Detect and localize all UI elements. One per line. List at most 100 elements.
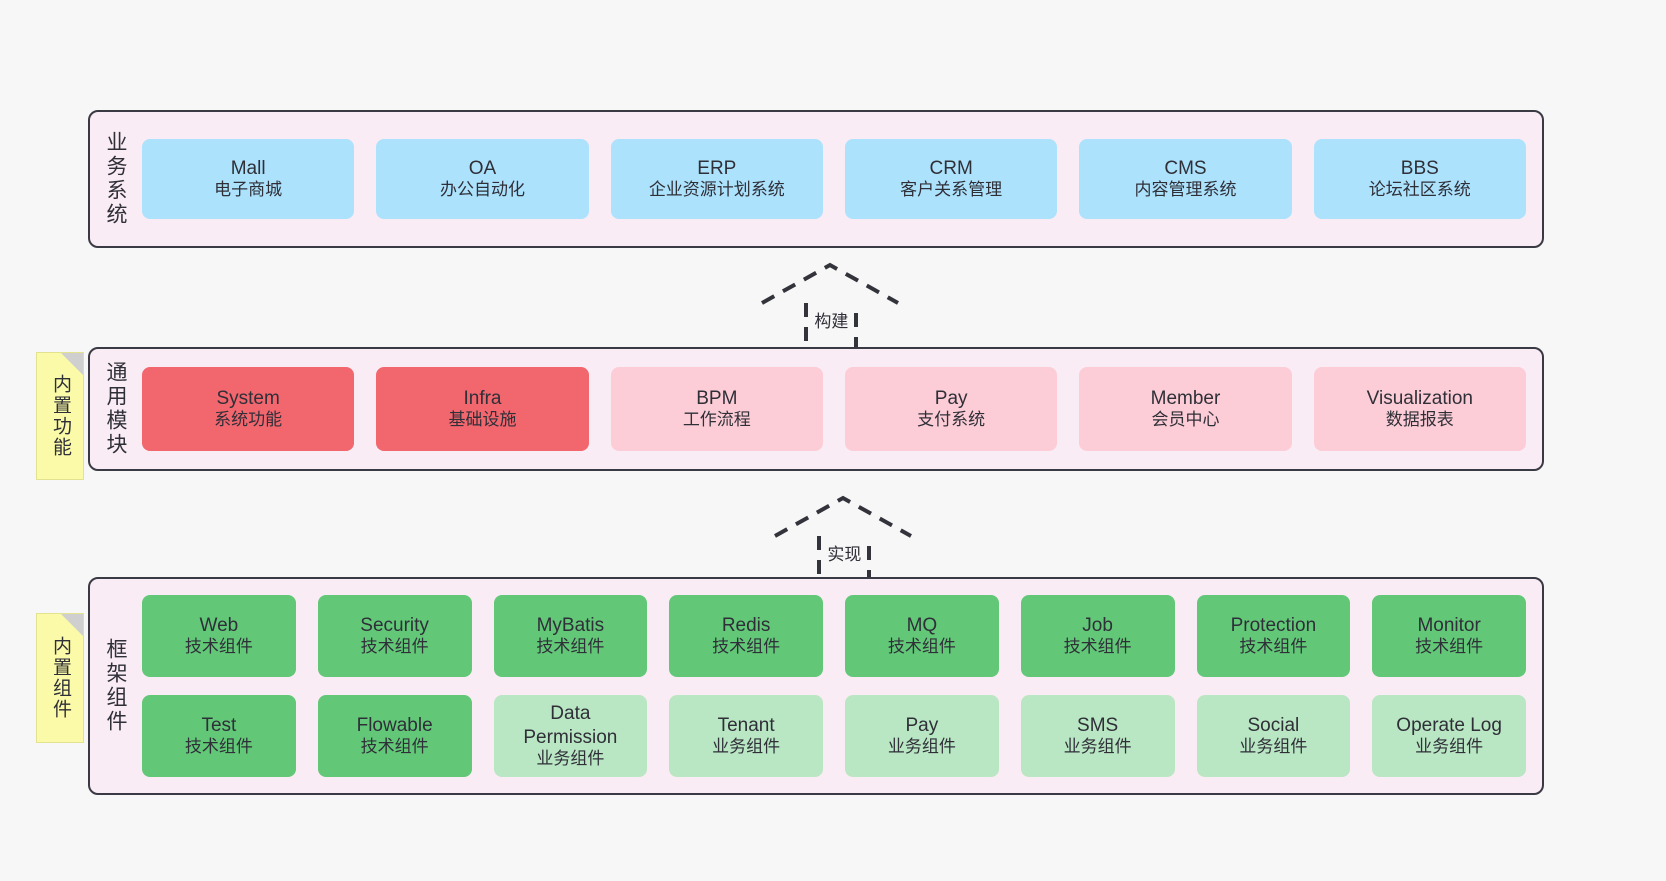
card-data-permission-subtitle: 业务组件: [536, 748, 605, 768]
card-data-permission-title: Data Permission: [523, 703, 618, 748]
card-member-title: Member: [1150, 388, 1221, 410]
connector-build-label: 构建: [814, 312, 849, 331]
note-builtin-features-label: 内置功能: [49, 374, 71, 458]
layer-title-framework-components: 框架组件: [104, 638, 128, 734]
connector-implement-arrow: [774, 495, 912, 585]
card-system[interactable]: System 系统功能: [142, 367, 355, 451]
card-cms[interactable]: CMS 内容管理系统: [1079, 139, 1292, 219]
card-mybatis[interactable]: MyBatis 技术组件: [493, 595, 648, 677]
business-system-row: Mall 电子商城 OA 办公自动化 ERP 企业资源计划系统 CRM 客户关系…: [142, 139, 1526, 219]
card-security-title: Security: [360, 615, 429, 637]
card-test[interactable]: Test 技术组件: [142, 695, 296, 777]
note-fold-corner-icon-2: [61, 614, 83, 636]
card-mybatis-subtitle: 技术组件: [536, 637, 605, 657]
note-builtin-features: 内置功能: [36, 352, 84, 480]
card-web-subtitle: 技术组件: [184, 637, 253, 657]
card-mall[interactable]: Mall 电子商城: [142, 139, 355, 219]
card-mq[interactable]: MQ 技术组件: [845, 595, 999, 677]
card-security[interactable]: Security 技术组件: [317, 595, 472, 677]
card-sms-title: SMS: [1077, 715, 1119, 737]
card-bpm-subtitle: 工作流程: [682, 410, 751, 430]
card-mybatis-title: MyBatis: [536, 615, 605, 637]
card-social-title: Social: [1247, 715, 1300, 737]
card-pay-module[interactable]: Pay 支付系统: [844, 367, 1058, 451]
card-test-title: Test: [201, 715, 237, 737]
card-web-title: Web: [199, 615, 239, 637]
layer-body-framework-components: Web 技术组件 Security 技术组件 MyBatis 技术组件 Redi…: [140, 579, 1542, 793]
card-monitor[interactable]: Monitor 技术组件: [1372, 595, 1526, 677]
card-member[interactable]: Member 会员中心: [1079, 367, 1292, 451]
card-oa-subtitle: 办公自动化: [439, 180, 525, 200]
framework-components-row-1: Web 技术组件 Security 技术组件 MyBatis 技术组件 Redi…: [142, 595, 1526, 677]
card-job[interactable]: Job 技术组件: [1020, 595, 1175, 677]
card-pay-module-subtitle: 支付系统: [917, 410, 986, 430]
card-protection[interactable]: Protection 技术组件: [1196, 595, 1351, 677]
card-flowable-subtitle: 技术组件: [360, 737, 429, 757]
card-infra-title: Infra: [463, 388, 502, 410]
card-redis-title: Redis: [721, 615, 771, 637]
card-mall-subtitle: 电子商城: [214, 180, 283, 200]
card-bpm[interactable]: BPM 工作流程: [610, 367, 823, 451]
card-tenant[interactable]: Tenant 业务组件: [669, 695, 823, 777]
card-bbs-subtitle: 论坛社区系统: [1368, 180, 1471, 200]
note-builtin-components-label: 内置组件: [49, 636, 71, 720]
card-monitor-subtitle: 技术组件: [1415, 637, 1484, 657]
connector-build-arrow: [761, 262, 899, 352]
card-cms-title: CMS: [1164, 158, 1207, 180]
card-erp-subtitle: 企业资源计划系统: [648, 180, 785, 200]
card-job-subtitle: 技术组件: [1063, 637, 1132, 657]
card-operate-log[interactable]: Operate Log 业务组件: [1372, 695, 1526, 777]
card-sms[interactable]: SMS 业务组件: [1020, 695, 1175, 777]
framework-components-row-2: Test 技术组件 Flowable 技术组件 Data Permission …: [142, 695, 1526, 777]
card-bbs[interactable]: BBS 论坛社区系统: [1313, 139, 1526, 219]
card-flowable-title: Flowable: [356, 715, 433, 737]
note-builtin-components: 内置组件: [36, 613, 84, 743]
card-pay-component-subtitle: 业务组件: [887, 737, 956, 757]
layer-body-common-modules: System 系统功能 Infra 基础设施 BPM 工作流程 Pay 支付系统…: [140, 349, 1542, 469]
card-tenant-title: Tenant: [717, 715, 775, 737]
layer-title-business-system: 业务系统: [104, 131, 128, 227]
card-data-permission[interactable]: Data Permission 业务组件: [493, 695, 648, 777]
card-protection-title: Protection: [1230, 615, 1317, 637]
card-monitor-title: Monitor: [1417, 615, 1481, 637]
card-test-subtitle: 技术组件: [184, 737, 253, 757]
card-security-subtitle: 技术组件: [360, 637, 429, 657]
card-oa[interactable]: OA 办公自动化: [376, 139, 589, 219]
card-pay-component-title: Pay: [905, 715, 939, 737]
card-tenant-subtitle: 业务组件: [712, 737, 781, 757]
card-crm[interactable]: CRM 客户关系管理: [844, 139, 1058, 219]
card-protection-subtitle: 技术组件: [1239, 637, 1308, 657]
card-mall-title: Mall: [230, 158, 266, 180]
layer-framework-components: 框架组件 Web 技术组件 Security 技术组件 MyBatis 技术组件…: [88, 577, 1544, 795]
card-oa-title: OA: [468, 158, 497, 180]
layer-body-business-system: Mall 电子商城 OA 办公自动化 ERP 企业资源计划系统 CRM 客户关系…: [140, 112, 1542, 246]
card-bpm-title: BPM: [696, 388, 738, 410]
card-visualization-subtitle: 数据报表: [1385, 410, 1454, 430]
card-infra[interactable]: Infra 基础设施: [376, 367, 589, 451]
card-operate-log-subtitle: 业务组件: [1415, 737, 1484, 757]
card-cms-subtitle: 内容管理系统: [1134, 180, 1237, 200]
card-flowable[interactable]: Flowable 技术组件: [317, 695, 472, 777]
connector-build: 构建: [740, 255, 920, 355]
card-pay-module-title: Pay: [934, 388, 968, 410]
card-infra-subtitle: 基础设施: [448, 410, 517, 430]
card-redis[interactable]: Redis 技术组件: [669, 595, 823, 677]
card-system-title: System: [216, 388, 280, 410]
card-erp[interactable]: ERP 企业资源计划系统: [610, 139, 823, 219]
layer-business-system: 业务系统 Mall 电子商城 OA 办公自动化 ERP 企业资源计划系统 CRM: [88, 110, 1544, 248]
card-sms-subtitle: 业务组件: [1063, 737, 1132, 757]
connector-implement: 实现: [753, 488, 933, 588]
card-crm-subtitle: 客户关系管理: [900, 180, 1003, 200]
card-pay-component[interactable]: Pay 业务组件: [845, 695, 999, 777]
card-web[interactable]: Web 技术组件: [142, 595, 296, 677]
layer-common-modules: 通用模块 System 系统功能 Infra 基础设施 BPM 工作流程 Pay: [88, 347, 1544, 471]
card-job-title: Job: [1082, 615, 1113, 637]
card-mq-title: MQ: [906, 615, 938, 637]
card-social[interactable]: Social 业务组件: [1196, 695, 1351, 777]
card-visualization[interactable]: Visualization 数据报表: [1313, 367, 1526, 451]
note-fold-corner-icon: [61, 353, 83, 375]
card-bbs-title: BBS: [1400, 158, 1439, 180]
card-visualization-title: Visualization: [1366, 388, 1473, 410]
card-crm-title: CRM: [929, 158, 973, 180]
